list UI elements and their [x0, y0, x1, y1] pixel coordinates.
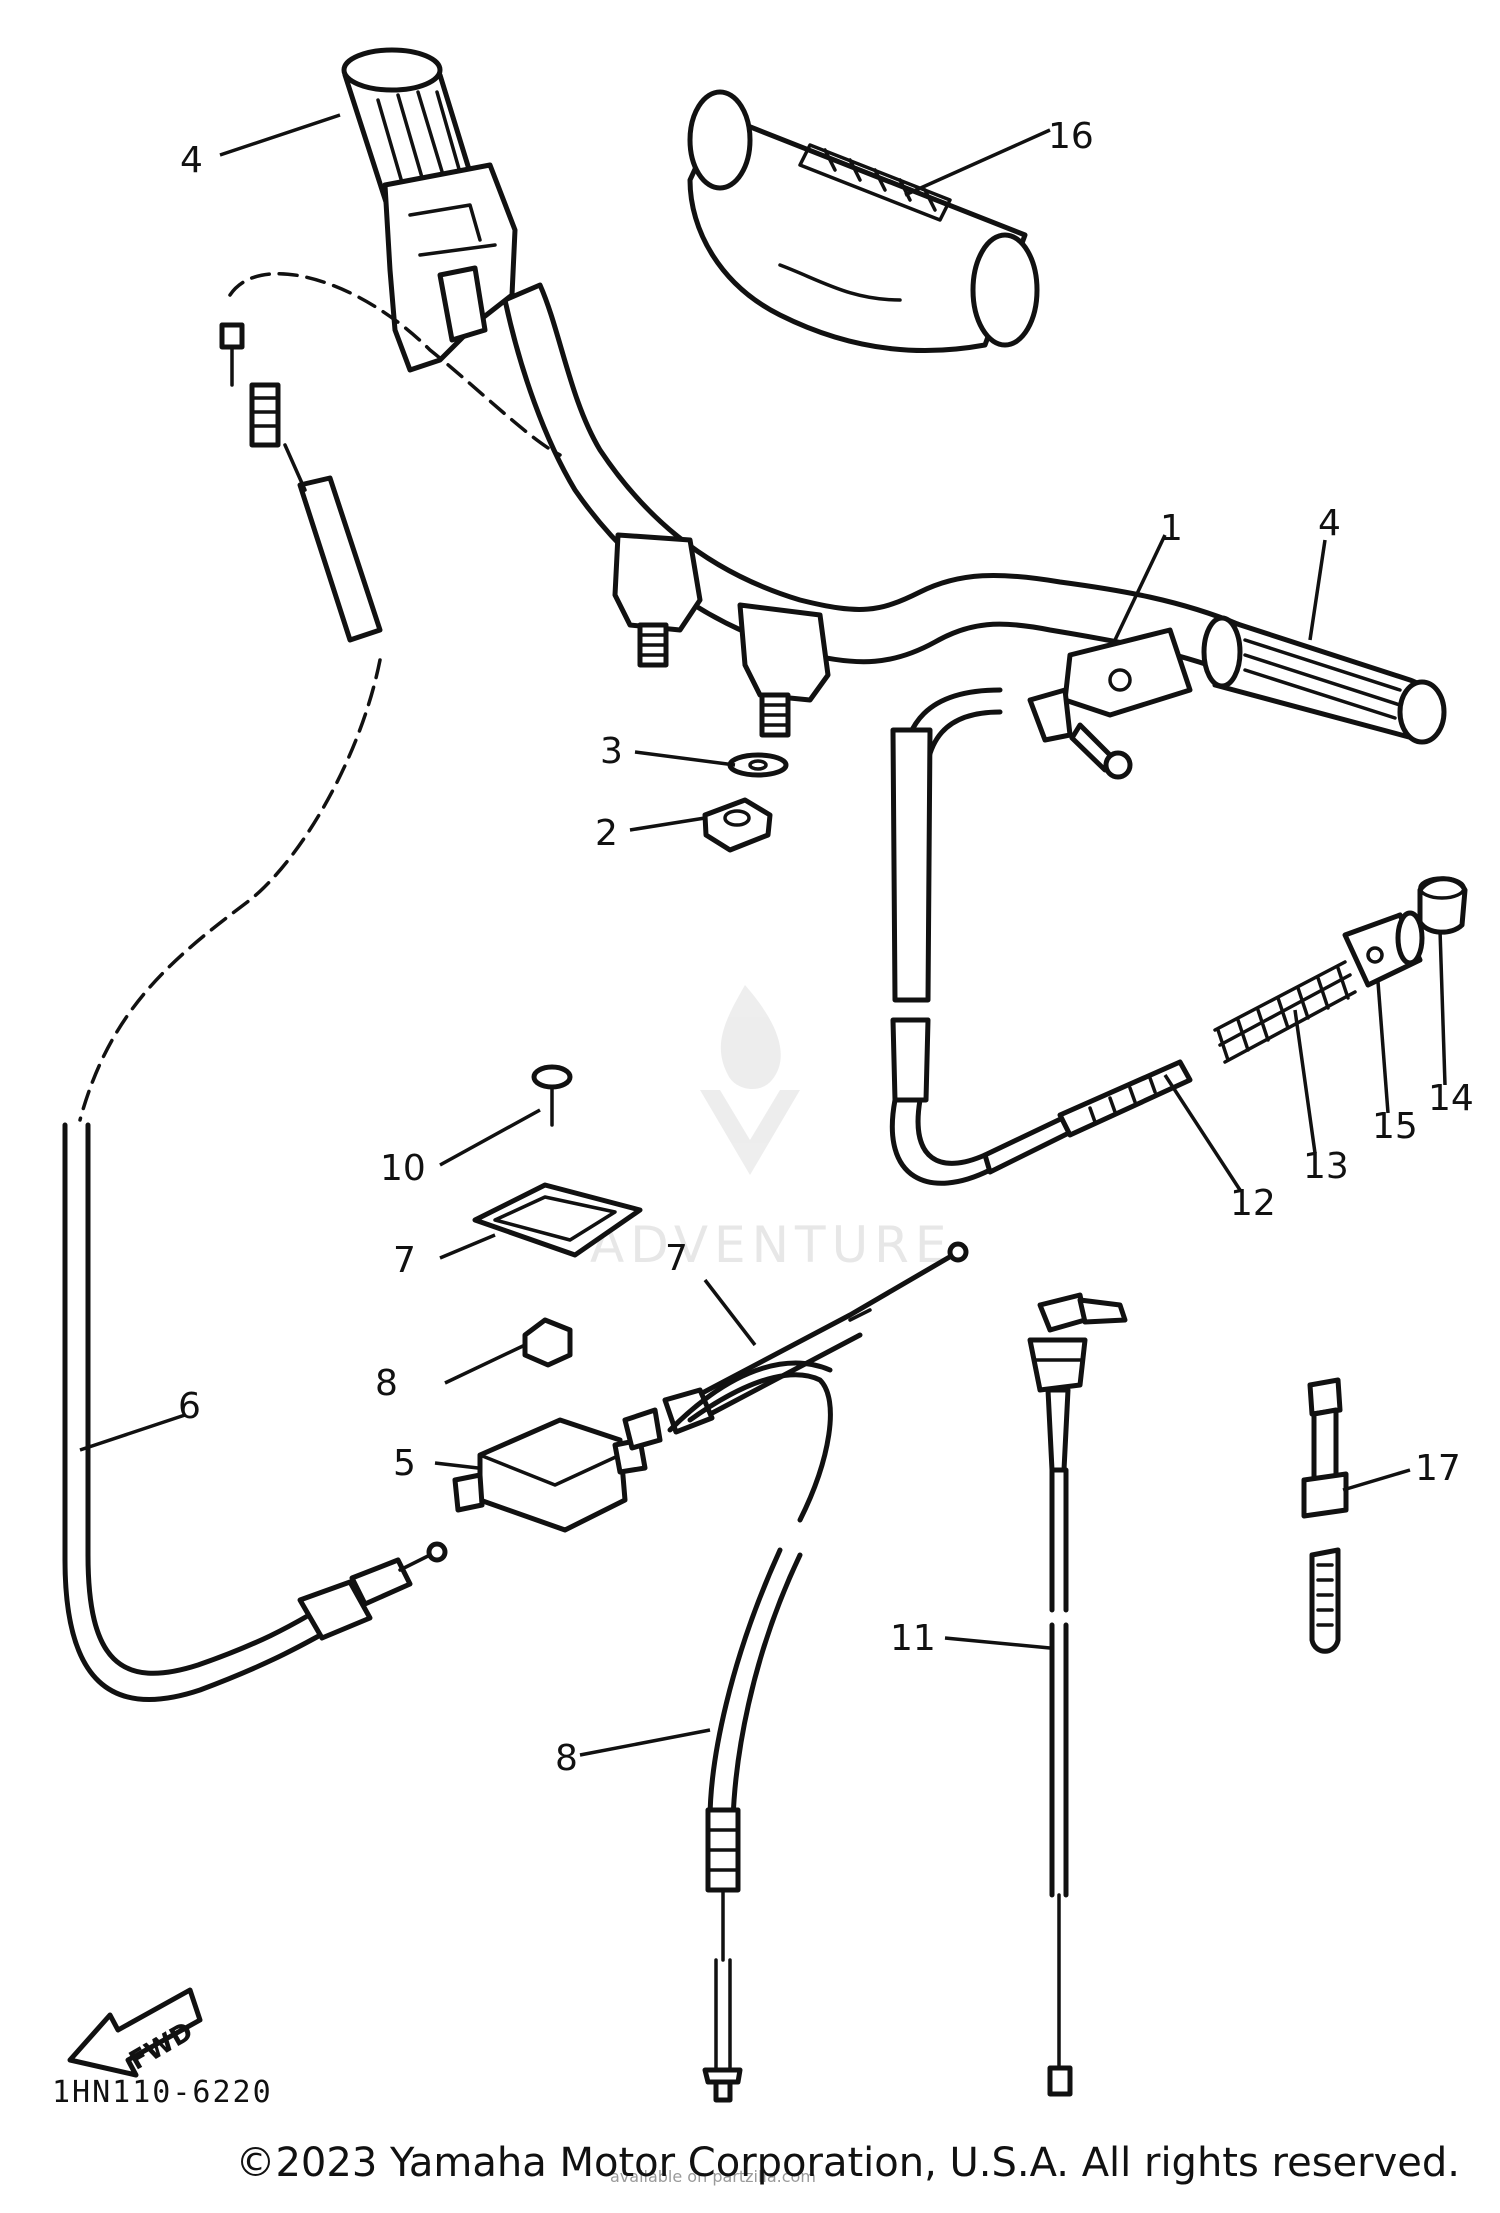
grip-17: [687, 89, 1040, 354]
cable-end-upper: [219, 322, 383, 643]
copyright-notice: ©2023 Yamaha Motor Corporation, U.S.A. A…: [235, 2140, 1460, 2186]
callout-3: 3: [600, 731, 623, 772]
callout-8: 8: [555, 1738, 578, 1779]
washer: [727, 752, 789, 778]
callout-14: 13: [1303, 1146, 1349, 1187]
cable-6: [62, 1122, 448, 1702]
cable-cap: [1417, 876, 1468, 935]
switch-housing: [452, 1417, 648, 1533]
callout-10: 8: [375, 1363, 398, 1404]
callout-4: 4: [1318, 503, 1341, 544]
callout-11: 10: [380, 1148, 426, 1189]
grip-left: [341, 47, 518, 373]
callout-13: 12: [1230, 1183, 1276, 1224]
callout-18: 17: [1415, 1448, 1461, 1489]
watermark-text: ADVENTURE: [590, 1216, 953, 1274]
brake-lever-bracket: [1027, 627, 1193, 780]
callout-9: 7: [393, 1240, 416, 1281]
spring: [1213, 960, 1357, 1064]
fwd-arrow: FWD: [67, 1987, 203, 2078]
cable-barrel: [1342, 910, 1425, 988]
callout-16: 15: [1372, 1106, 1418, 1147]
screw: [531, 1064, 573, 1127]
callout-17: 16: [1048, 116, 1094, 157]
watermark-subtext: available on partzilla.com: [610, 2167, 816, 2186]
leader-lines: [79, 113, 1447, 1757]
callout-1: 1: [1160, 508, 1183, 549]
callout-5: 5: [393, 1443, 416, 1484]
cable-8: [667, 1360, 833, 2103]
callout-6: 6: [178, 1386, 201, 1427]
callout-4: 4: [180, 140, 203, 181]
callout-labels: 4 16 1 4 3 2 10 7 8 5 6 7 8 11 12 13 15 …: [178, 116, 1474, 1779]
callout-15: 14: [1428, 1078, 1474, 1119]
switch-block: [522, 1317, 573, 1368]
callout-2: 2: [595, 813, 618, 854]
callout-7: 7: [665, 1238, 688, 1279]
diagram-code: 1HN110-6220: [52, 2075, 273, 2110]
cable-13: [889, 687, 1193, 1186]
cover-plate: [472, 1182, 643, 1258]
grip-right: [1201, 615, 1447, 745]
callout-12: 11: [890, 1618, 936, 1659]
nut: [702, 797, 773, 853]
cable-12: [1027, 1292, 1128, 2097]
cable-tie: [1301, 1377, 1349, 1654]
watermark-logo: [700, 985, 800, 1175]
